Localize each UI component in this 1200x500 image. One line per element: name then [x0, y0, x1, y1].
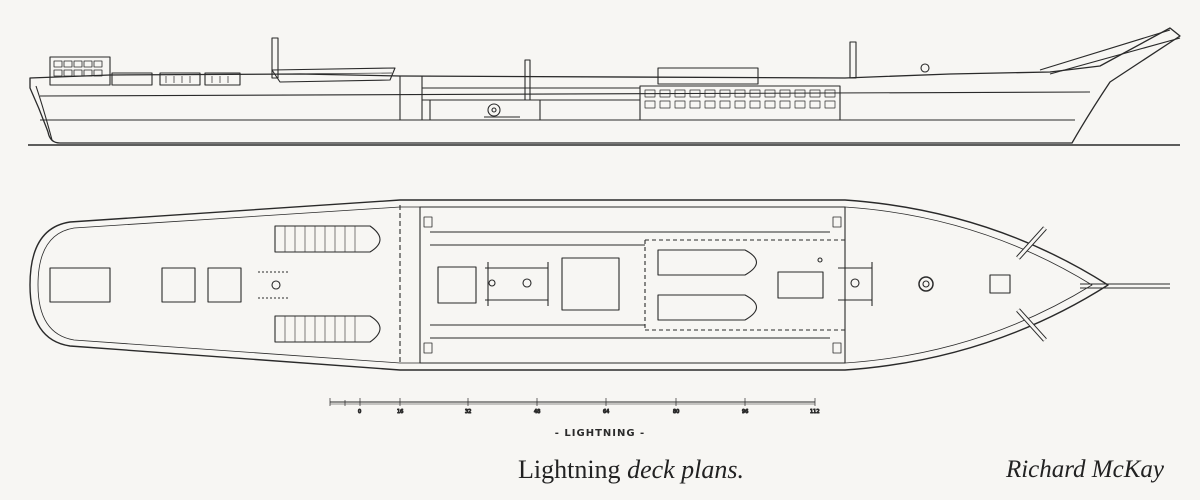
scale-tick-label: 32: [465, 409, 471, 415]
ship-name-label: - LIGHTNING -: [554, 428, 646, 439]
scale-tick-label: 16: [397, 409, 403, 415]
scale-tick-label: 80: [673, 409, 679, 415]
caption-italic: deck plans.: [627, 455, 745, 484]
scale-tick-label: 96: [742, 409, 748, 415]
scale-tick-label: 0: [358, 409, 361, 415]
scale-bar: 0 16 32 48 64 80 96 112: [329, 398, 820, 416]
profile-elevation: [28, 27, 1181, 146]
scale-tick-label: 64: [603, 409, 609, 415]
caption-ship-name: Lightning: [518, 455, 621, 484]
scale-tick-label: 48: [534, 409, 540, 415]
scale-tick-label: 112: [810, 409, 820, 415]
figure-caption: Lightning deck plans.: [518, 455, 744, 485]
author-credit: Richard McKay: [1005, 456, 1164, 483]
deck-plans-drawing: 0 16 32 48 64 80 96 112: [28, 27, 1181, 416]
deck-plan: [29, 199, 1170, 371]
